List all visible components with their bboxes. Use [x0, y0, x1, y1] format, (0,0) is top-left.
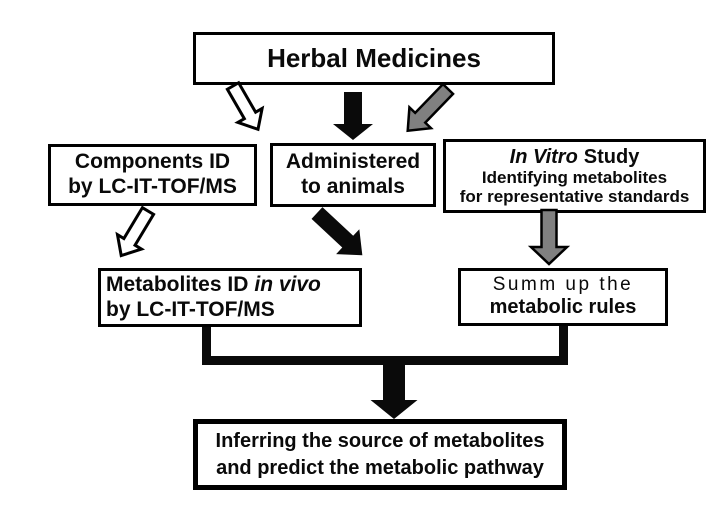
arrow-merge-to-inferring-icon — [370, 363, 418, 419]
merge-line-bar — [202, 356, 568, 365]
invitro-title-rest: Study — [583, 145, 640, 168]
arrow-invitro-to-summ-icon — [527, 208, 571, 266]
herbal-medicines-label: Herbal Medicines — [267, 43, 481, 74]
arrow-administered-to-metabolites-icon — [311, 207, 363, 256]
metabolites-line2: by LC-IT-TOF/MS — [106, 297, 275, 321]
summ-line1: Summ up the — [492, 274, 634, 295]
inferring-line2: and predict the metabolic pathway — [216, 456, 544, 479]
summ-line2: metabolic rules — [489, 296, 637, 319]
metabolites-line1-italic: in vivo — [254, 272, 321, 296]
arrow-herbal-to-administered-icon — [333, 92, 373, 140]
merge-line-left — [202, 327, 211, 365]
arrow-herbal-to-components-icon — [225, 80, 265, 132]
administered-line2: to animals — [301, 175, 405, 198]
arrow-components-to-metabolites-icon — [115, 205, 156, 258]
components-line2: by LC-IT-TOF/MS — [68, 175, 237, 198]
merge-line-right — [559, 326, 568, 365]
node-herbal-medicines: Herbal Medicines — [193, 32, 555, 85]
arrow-herbal-to-invitro-icon — [406, 82, 455, 133]
node-administered-to-animals: Administered to animals — [270, 143, 436, 207]
metabolites-line1-main: Metabolites ID — [106, 272, 249, 296]
node-summ-up-rules: Summ up the metabolic rules — [458, 268, 668, 326]
invitro-title-italic: In Vitro — [509, 145, 578, 168]
node-inferring-source: Inferring the source of metabolites and … — [193, 419, 567, 490]
invitro-line3: for representative standards — [459, 187, 690, 207]
invitro-line2: Identifying metabolites — [481, 168, 668, 188]
administered-line1: Administered — [285, 150, 421, 174]
node-components-id: Components ID by LC-IT-TOF/MS — [48, 144, 257, 206]
components-line1: Components ID — [74, 150, 231, 174]
inferring-line1: Inferring the source of metabolites — [215, 429, 545, 452]
